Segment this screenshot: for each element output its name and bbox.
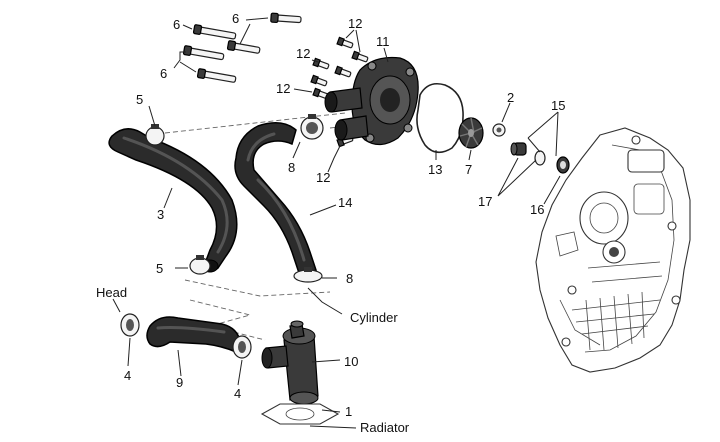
leader-lines: [112, 17, 561, 429]
callout-13: 13: [428, 162, 442, 177]
callout-5: 5: [136, 92, 143, 107]
callout-9: 9: [176, 375, 183, 390]
label-head: Head: [96, 285, 127, 300]
callout-12: 12: [296, 46, 310, 61]
hose-part-9: [146, 316, 241, 353]
callout-6: 6: [160, 66, 167, 81]
callout-2: 2: [507, 90, 514, 105]
engine-crankcase: [535, 127, 691, 373]
callout-7: 7: [465, 162, 472, 177]
callout-labels: 6 6 6 12 12 12 12 11 5 3 8 14 13 7 2 15 …: [96, 11, 565, 435]
callout-12: 12: [348, 16, 362, 31]
bolts-part-6: [182, 12, 302, 83]
hose-part-3: [108, 128, 238, 273]
callout-14: 14: [338, 195, 352, 210]
thermostat-housing-part-10: [261, 320, 319, 405]
label-radiator: Radiator: [360, 420, 410, 435]
callout-3: 3: [157, 207, 164, 222]
callout-17: 17: [478, 194, 492, 209]
clamps-parts-4-5-8: [120, 114, 324, 359]
flange-gasket-part-1: [260, 403, 340, 425]
seal-kit-parts-15-16-17: [510, 142, 570, 174]
label-cylinder: Cylinder: [350, 310, 398, 325]
callout-12: 12: [316, 170, 330, 185]
callout-4: 4: [234, 386, 241, 401]
callout-8: 8: [346, 271, 353, 286]
hose-part-14: [234, 122, 317, 277]
seal-part-2: [492, 123, 506, 137]
callout-5: 5: [156, 261, 163, 276]
callout-16: 16: [530, 202, 544, 217]
callout-8: 8: [288, 160, 295, 175]
callout-12: 12: [276, 81, 290, 96]
callout-1: 1: [345, 404, 352, 419]
impeller-part-7: [458, 117, 484, 149]
water-pump-cover-part-11: [324, 56, 419, 146]
gasket-part-13: [416, 82, 464, 154]
callout-15: 15: [551, 98, 565, 113]
callout-6: 6: [173, 17, 180, 32]
callout-4: 4: [124, 368, 131, 383]
callout-6: 6: [232, 11, 239, 26]
callout-11: 11: [376, 34, 390, 49]
callout-10: 10: [344, 354, 358, 369]
